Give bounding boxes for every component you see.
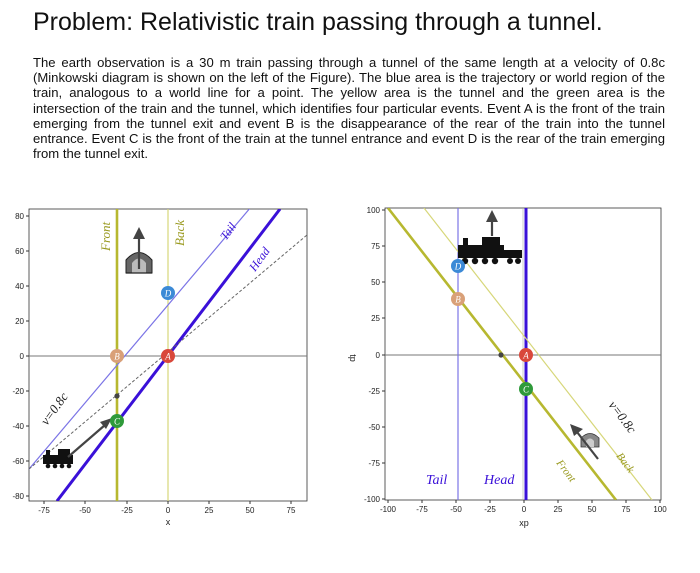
event-b-marker: B bbox=[110, 349, 124, 363]
svg-text:-50: -50 bbox=[450, 505, 462, 514]
svg-text:B: B bbox=[114, 352, 120, 362]
svg-text:-80: -80 bbox=[12, 492, 24, 501]
upward-arrow-icon bbox=[133, 227, 145, 269]
left-x-axis-label: x bbox=[166, 517, 171, 527]
svg-text:-100: -100 bbox=[364, 495, 381, 504]
left-y-ticks: 80 60 40 20 0 -20 -40 -60 -80 bbox=[12, 212, 29, 501]
right-minkowski-diagram: 100 75 50 25 0 -25 -50 -75 -100 -100 -75… bbox=[348, 206, 667, 528]
svg-text:25: 25 bbox=[554, 505, 563, 514]
svg-text:50: 50 bbox=[246, 506, 255, 515]
right-y-ticks: 100 75 50 25 0 -25 -50 -75 -100 bbox=[364, 206, 385, 504]
svg-text:50: 50 bbox=[588, 505, 597, 514]
train-icon-right bbox=[458, 237, 522, 265]
svg-text:C: C bbox=[523, 385, 530, 395]
svg-text:A: A bbox=[522, 351, 529, 361]
train-icon bbox=[43, 449, 73, 469]
upward-arrow-icon-right bbox=[486, 210, 498, 236]
label-tail-right: Tail bbox=[426, 473, 447, 488]
svg-text:25: 25 bbox=[371, 314, 380, 323]
intersection-dot-right bbox=[498, 352, 504, 358]
event-a-marker-right: A bbox=[519, 348, 533, 362]
svg-text:-60: -60 bbox=[12, 457, 24, 466]
intersection-dot bbox=[114, 393, 120, 399]
svg-text:-25: -25 bbox=[121, 506, 133, 515]
train-tail-worldline bbox=[29, 209, 251, 471]
velocity-arrow-icon bbox=[67, 418, 112, 458]
svg-text:60: 60 bbox=[15, 247, 24, 256]
event-c-marker: C bbox=[110, 414, 124, 428]
problem-description: The earth observation is a 30 m train pa… bbox=[33, 55, 665, 162]
svg-text:-75: -75 bbox=[416, 505, 428, 514]
event-d-marker: D bbox=[161, 286, 175, 300]
svg-text:100: 100 bbox=[367, 206, 381, 215]
right-x-ticks: -100 -75 -50 -25 0 25 50 75 100 bbox=[380, 500, 667, 514]
left-x-ticks: -75 -50 -25 0 25 50 75 bbox=[38, 501, 296, 515]
event-a-marker: A bbox=[161, 349, 175, 363]
svg-text:-75: -75 bbox=[38, 506, 50, 515]
svg-text:20: 20 bbox=[15, 317, 24, 326]
svg-text:0: 0 bbox=[20, 352, 25, 361]
svg-text:0: 0 bbox=[376, 351, 381, 360]
svg-text:0: 0 bbox=[522, 505, 527, 514]
label-head-right: Head bbox=[483, 473, 515, 488]
svg-text:50: 50 bbox=[371, 278, 380, 287]
svg-text:A: A bbox=[164, 352, 171, 362]
event-d-marker-right: D bbox=[451, 259, 465, 273]
svg-text:D: D bbox=[454, 262, 462, 272]
label-front: Front bbox=[98, 221, 113, 252]
velocity-arrow-icon-right bbox=[570, 424, 599, 460]
svg-text:25: 25 bbox=[205, 506, 214, 515]
svg-text:80: 80 bbox=[15, 212, 24, 221]
svg-text:-25: -25 bbox=[368, 387, 380, 396]
right-x-axis-label: xp bbox=[519, 518, 529, 528]
svg-text:-50: -50 bbox=[368, 423, 380, 432]
svg-text:-100: -100 bbox=[380, 505, 397, 514]
svg-text:-25: -25 bbox=[484, 505, 496, 514]
svg-text:C: C bbox=[114, 417, 121, 427]
event-c-marker-right: C bbox=[519, 382, 533, 396]
right-y-axis-label: tp bbox=[348, 354, 358, 362]
label-back: Back bbox=[172, 220, 187, 246]
svg-text:-75: -75 bbox=[368, 459, 380, 468]
svg-text:B: B bbox=[455, 295, 461, 305]
svg-text:75: 75 bbox=[371, 242, 380, 251]
svg-text:-20: -20 bbox=[12, 387, 24, 396]
svg-text:100: 100 bbox=[653, 505, 667, 514]
event-b-marker-right: B bbox=[451, 292, 465, 306]
svg-text:75: 75 bbox=[287, 506, 296, 515]
page-title: Problem: Relativistic train passing thro… bbox=[33, 8, 603, 36]
svg-text:-40: -40 bbox=[12, 422, 24, 431]
svg-text:75: 75 bbox=[622, 505, 631, 514]
svg-text:-50: -50 bbox=[79, 506, 91, 515]
svg-text:0: 0 bbox=[166, 506, 171, 515]
svg-text:40: 40 bbox=[15, 282, 24, 291]
svg-text:D: D bbox=[164, 289, 172, 299]
left-minkowski-diagram: 80 60 40 20 0 -20 -40 -60 -80 -75 -50 -2… bbox=[12, 208, 308, 527]
